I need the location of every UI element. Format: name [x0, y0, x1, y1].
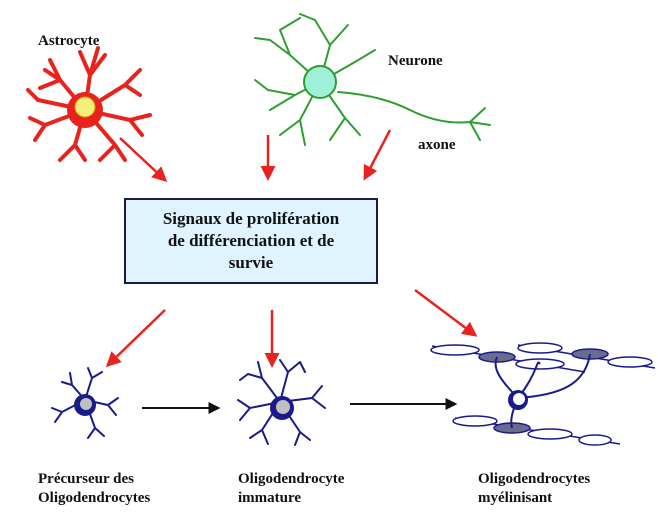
immature-cell — [237, 359, 326, 446]
neurone-label: Neurone — [388, 53, 443, 69]
precursor-label-line-2: Oligodendrocytes — [38, 490, 151, 506]
astrocyte-cell — [26, 46, 152, 162]
signals-box-line-3: survie — [228, 253, 274, 272]
arrow-signals-to-precursor — [105, 309, 166, 368]
neuron-cell — [254, 13, 491, 146]
arrow-astrocyte-to-signals — [119, 137, 168, 183]
arrow-axon-to-signals — [363, 129, 392, 181]
immature-label-line-1: Oligodendrocyte — [238, 471, 345, 487]
myelinating-cell — [430, 342, 656, 446]
myelinating-label: Oligodendrocytes myélinisant — [478, 470, 590, 508]
precursor-label-line-1: Précurseur des — [38, 471, 134, 487]
axone-label: axone — [418, 137, 456, 153]
astrocyte-label: Astrocyte — [38, 33, 100, 49]
myelinating-label-line-1: Oligodendrocytes — [478, 471, 591, 487]
signals-box-line-1: Signaux de prolifération — [162, 209, 340, 228]
precursor-cell — [51, 367, 119, 439]
immature-label: Oligodendrocyte immature — [238, 470, 344, 508]
myelin-axon-lower — [452, 415, 621, 446]
immature-label-line-2: immature — [238, 490, 302, 506]
myelinating-label-line-2: myélinisant — [478, 490, 553, 506]
signals-box-line-2: de différenciation et de — [167, 231, 335, 250]
arrow-signals-to-myelinating — [414, 289, 478, 337]
signals-box: Signaux de prolifération de différenciat… — [124, 198, 378, 284]
precursor-label: Précurseur des Oligodendrocytes — [38, 470, 150, 508]
